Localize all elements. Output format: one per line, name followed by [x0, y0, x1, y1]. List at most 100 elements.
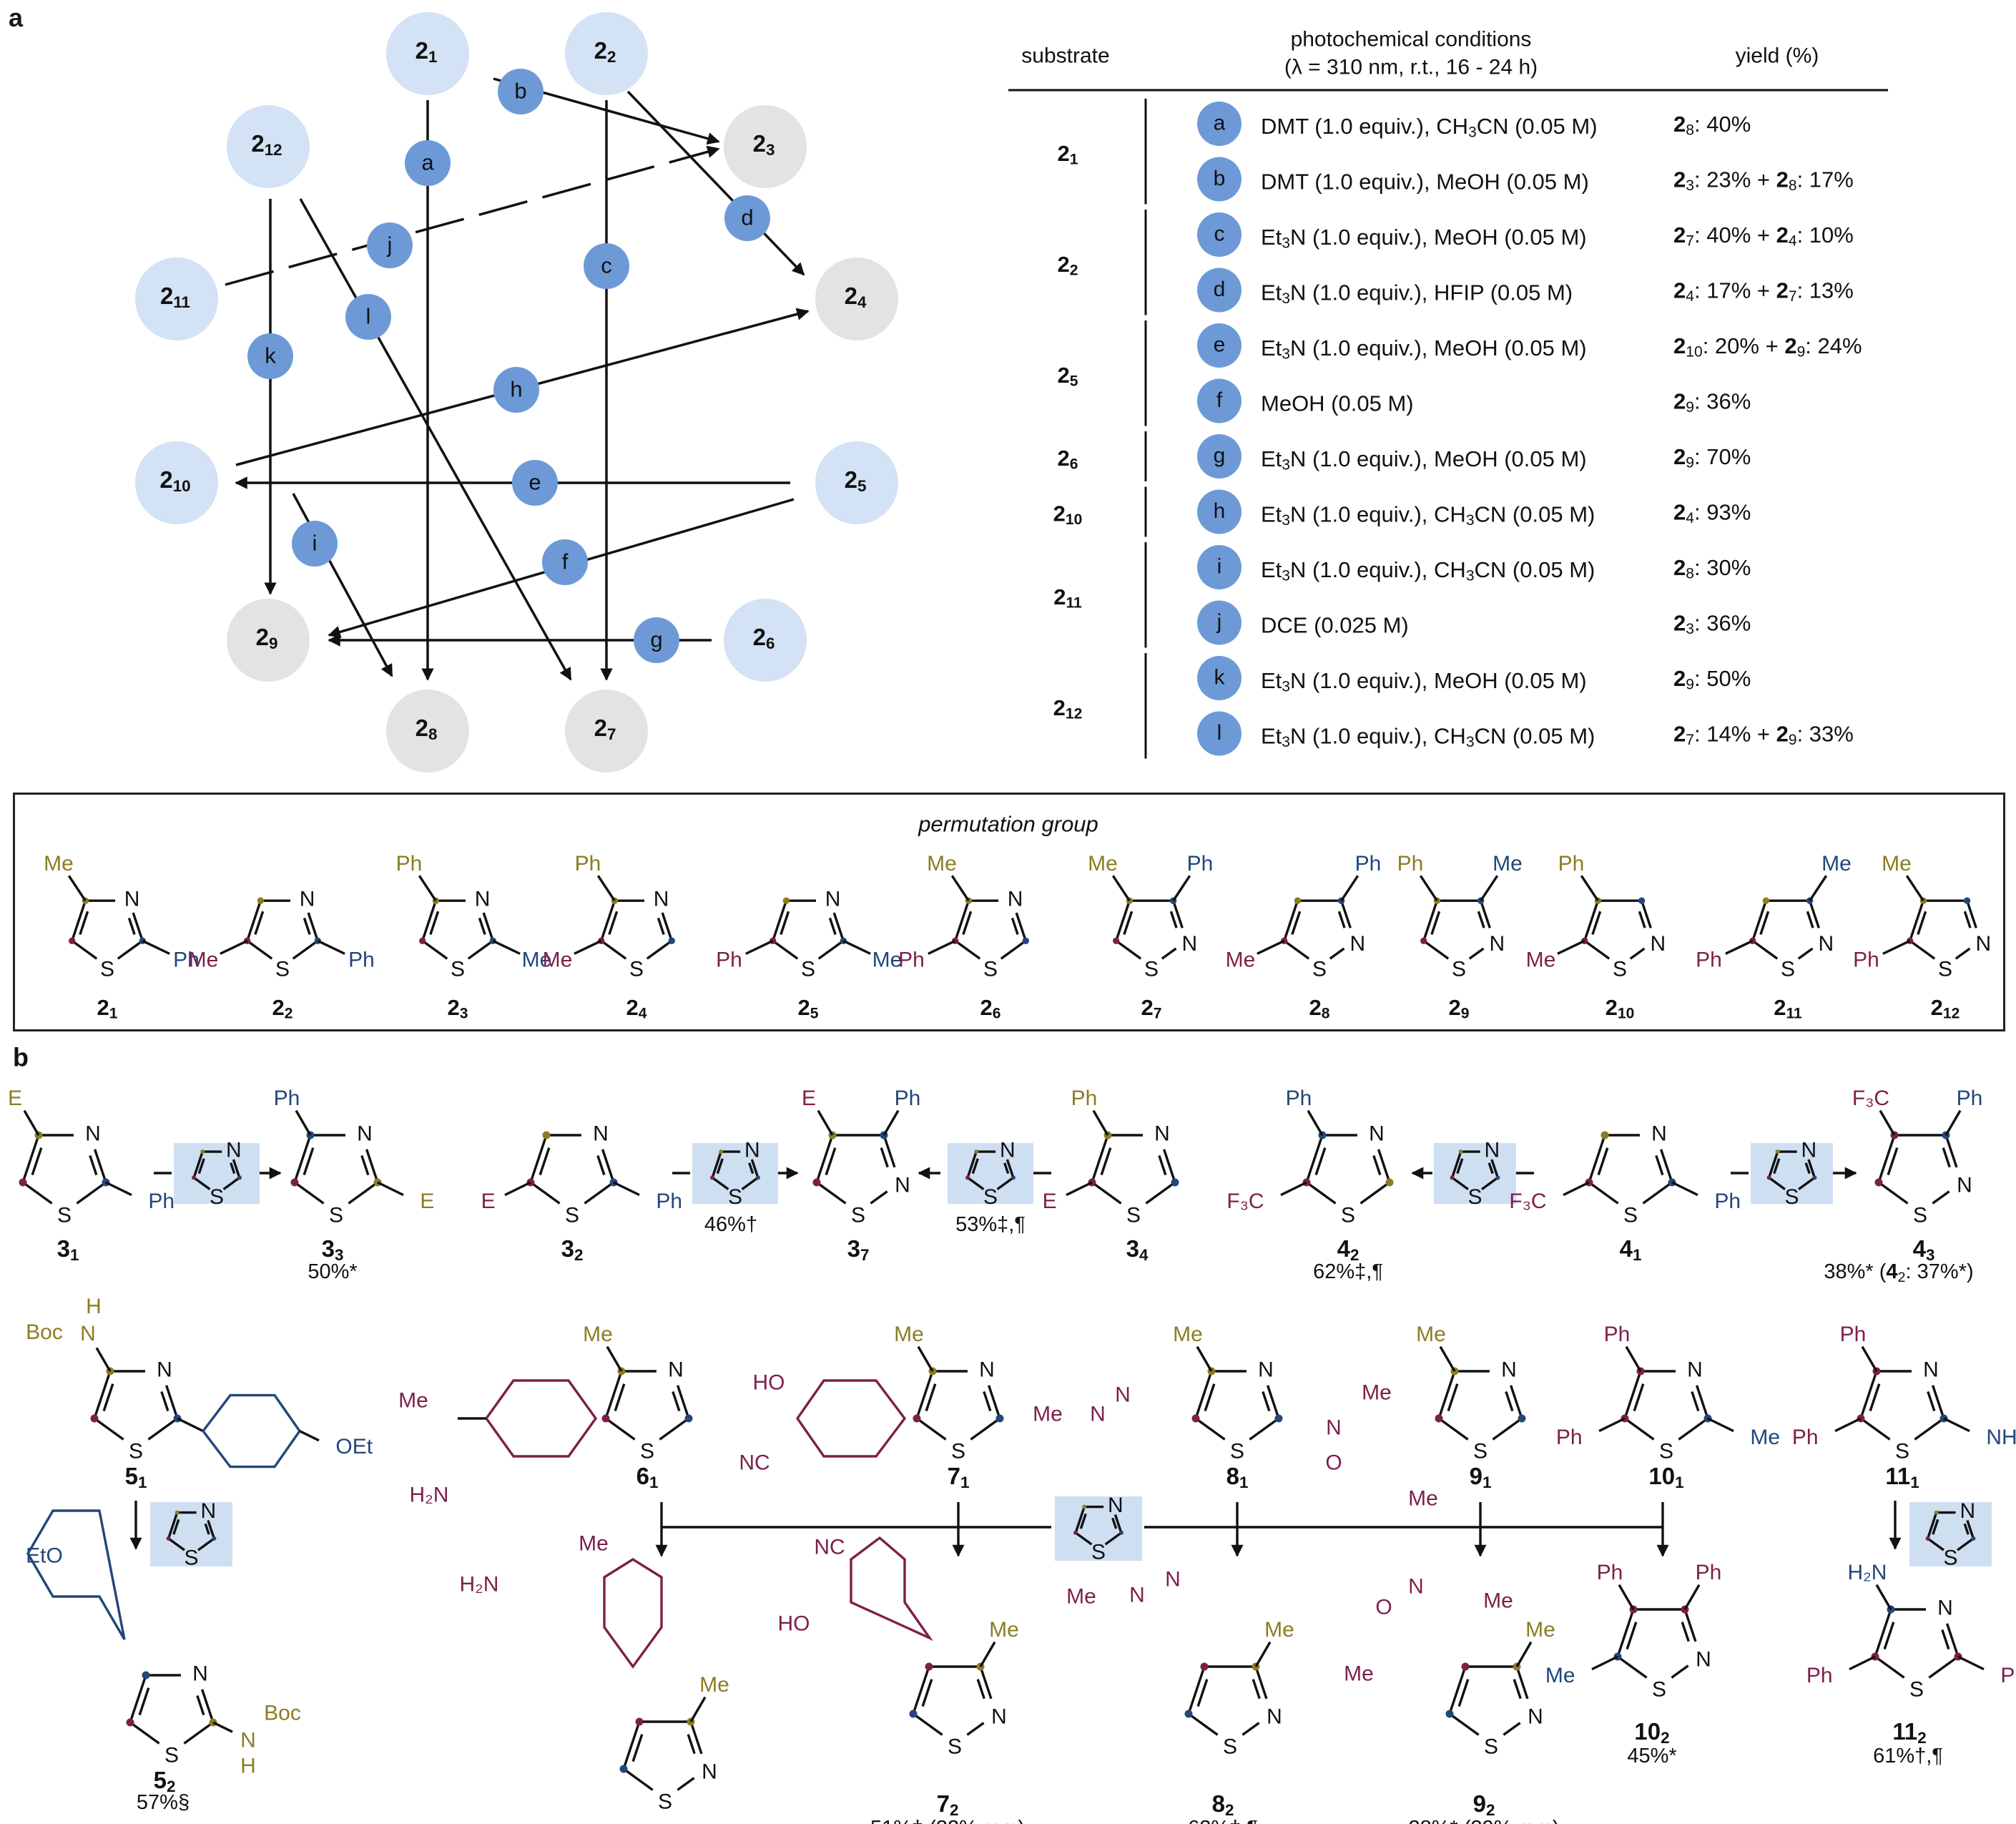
- atom-dot: [1461, 1662, 1470, 1671]
- bond-line: [1588, 1181, 1619, 1205]
- condition-text-j: DCE (0.025 M): [1261, 612, 1409, 637]
- substituent-label: Ph: [1604, 1323, 1631, 1346]
- edge-badge-letter-h: h: [510, 377, 522, 402]
- bond-line: [94, 1417, 124, 1441]
- atom-dot: [142, 1671, 150, 1680]
- bond-line: [1104, 1531, 1122, 1546]
- bond-line: [1490, 1159, 1500, 1178]
- bond-line: [129, 1675, 147, 1723]
- atom-S: S: [210, 1185, 224, 1209]
- bond-line: [1438, 1417, 1469, 1441]
- bond-line: [23, 1109, 40, 1136]
- edge-badge-letter-k: k: [265, 343, 276, 368]
- bond-line: [1254, 1666, 1268, 1700]
- atom-N: N: [825, 888, 841, 911]
- permutation-compound-number: 21: [97, 995, 118, 1022]
- pyrazole-N: N: [1165, 1568, 1181, 1592]
- aryl-ring: [26, 1509, 126, 1640]
- panel-a-label: a: [9, 3, 24, 32]
- bond-line: [478, 917, 486, 935]
- bond-line: [954, 900, 970, 941]
- substituent-label: Ph: [1853, 948, 1879, 971]
- bond-line: [1963, 1523, 1970, 1535]
- pyrazole-N: N: [1090, 1403, 1106, 1426]
- atom-N: N: [1651, 1122, 1667, 1146]
- condition-text-h: Et3N (1.0 equiv.), CH3CN (0.05 M): [1261, 501, 1595, 529]
- atom-S: S: [658, 1790, 672, 1814]
- bond-line: [1759, 911, 1770, 935]
- bond-line: [1861, 1345, 1878, 1372]
- bond-line: [1957, 1655, 1985, 1671]
- bond-line: [1640, 900, 1652, 928]
- bond-line: [1194, 1371, 1213, 1419]
- atom-dot: [1450, 1175, 1455, 1180]
- substituent-label: Ph: [1696, 948, 1722, 971]
- bond-line: [605, 1417, 636, 1441]
- bond-line: [1909, 900, 1925, 941]
- bond-line: [492, 939, 521, 955]
- substrate-label: 212: [1053, 695, 1083, 722]
- isoxazole-O: O: [1375, 1596, 1392, 1619]
- node-label-2_8: 28: [416, 715, 438, 743]
- bond-line: [1257, 939, 1285, 955]
- bond-line: [622, 1721, 641, 1770]
- bond-line: [1928, 1655, 1959, 1679]
- atom-N: N: [85, 1122, 101, 1146]
- atom-dot: [212, 1536, 217, 1541]
- bond-line: [1625, 1345, 1642, 1372]
- atom-dot: [719, 1149, 724, 1154]
- edge-badge-letter-i: i: [313, 531, 318, 556]
- bond-line: [207, 1519, 216, 1539]
- pyrazole-N: N: [1129, 1584, 1145, 1607]
- bond-line: [1683, 1584, 1701, 1610]
- bond-line: [1283, 939, 1310, 960]
- bond-line: [1515, 1666, 1529, 1700]
- compound-number: 81: [1226, 1463, 1249, 1491]
- bond-line: [584, 1181, 614, 1205]
- atom-S: S: [629, 958, 644, 981]
- atom-N: N: [668, 1358, 684, 1382]
- bond-line: [1158, 1154, 1167, 1176]
- edge-badge-i: [292, 521, 338, 567]
- bond-line: [197, 1158, 205, 1175]
- atom-S: S: [329, 1204, 343, 1227]
- aryl-ring: [850, 1536, 933, 1642]
- atom-dot: [1638, 897, 1646, 904]
- bond-line: [987, 1385, 1001, 1419]
- yield-text-g: 29: 70%: [1673, 444, 1751, 471]
- bond-line: [1671, 1181, 1698, 1197]
- bond-line: [1066, 1181, 1093, 1197]
- me-label: Me: [1408, 1487, 1438, 1511]
- yield-text-k: 29: 50%: [1673, 666, 1751, 693]
- bond-line: [1314, 1147, 1327, 1176]
- condition-badge-b: [1197, 157, 1241, 202]
- bond-line: [1966, 1519, 1975, 1539]
- bond-line: [1091, 1134, 1109, 1183]
- bond-line: [1874, 1655, 1905, 1679]
- atom-dot: [192, 1175, 197, 1180]
- atom-dot: [755, 1175, 760, 1180]
- bond-line: [1254, 1641, 1272, 1667]
- bond-line: [816, 1181, 847, 1205]
- bond-line: [832, 912, 845, 941]
- atom-N: N: [1008, 888, 1023, 911]
- me-label: Me: [398, 1389, 428, 1413]
- n-methyl-label: Me: [1066, 1585, 1096, 1609]
- atom-N: N: [979, 1358, 995, 1382]
- atom-S: S: [1613, 958, 1627, 981]
- bond-line: [1878, 1181, 1909, 1205]
- bond-line: [246, 900, 262, 941]
- compound-number: 51: [125, 1463, 147, 1491]
- substituent-label: Ph: [348, 948, 375, 971]
- bond-line: [1944, 1134, 1958, 1168]
- edge-badge-f: [542, 539, 588, 585]
- bond-line: [817, 939, 845, 960]
- compound-number: 112: [1892, 1718, 1926, 1747]
- bond-line: [1079, 1513, 1087, 1529]
- compound-number: 37: [847, 1235, 870, 1264]
- bond-line: [1100, 1147, 1112, 1176]
- atom-dot: [1191, 1414, 1200, 1423]
- bond-line: [970, 1417, 1000, 1441]
